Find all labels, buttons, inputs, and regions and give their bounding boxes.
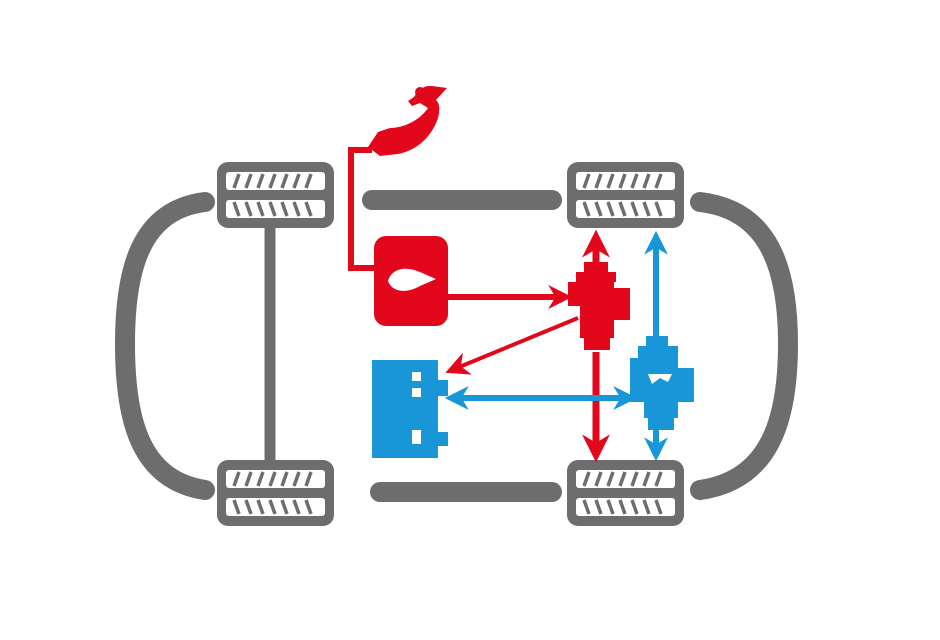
chassis bbox=[114, 190, 799, 502]
wheel-icon bbox=[217, 162, 334, 228]
fuel-nozzle-icon bbox=[368, 85, 447, 156]
combustion-engine-icon bbox=[568, 262, 630, 350]
right-body-arc bbox=[690, 192, 799, 500]
engine-to-battery-arrow bbox=[445, 316, 579, 375]
wheel-icon bbox=[567, 460, 684, 526]
wheel-icon bbox=[217, 460, 334, 526]
fuel-tank-icon bbox=[374, 236, 448, 326]
wheel-icon bbox=[567, 162, 684, 228]
fuel-hose bbox=[348, 147, 378, 271]
electric-motor-icon bbox=[630, 336, 694, 430]
battery-icon bbox=[372, 360, 448, 458]
left-body-arc bbox=[114, 192, 215, 500]
